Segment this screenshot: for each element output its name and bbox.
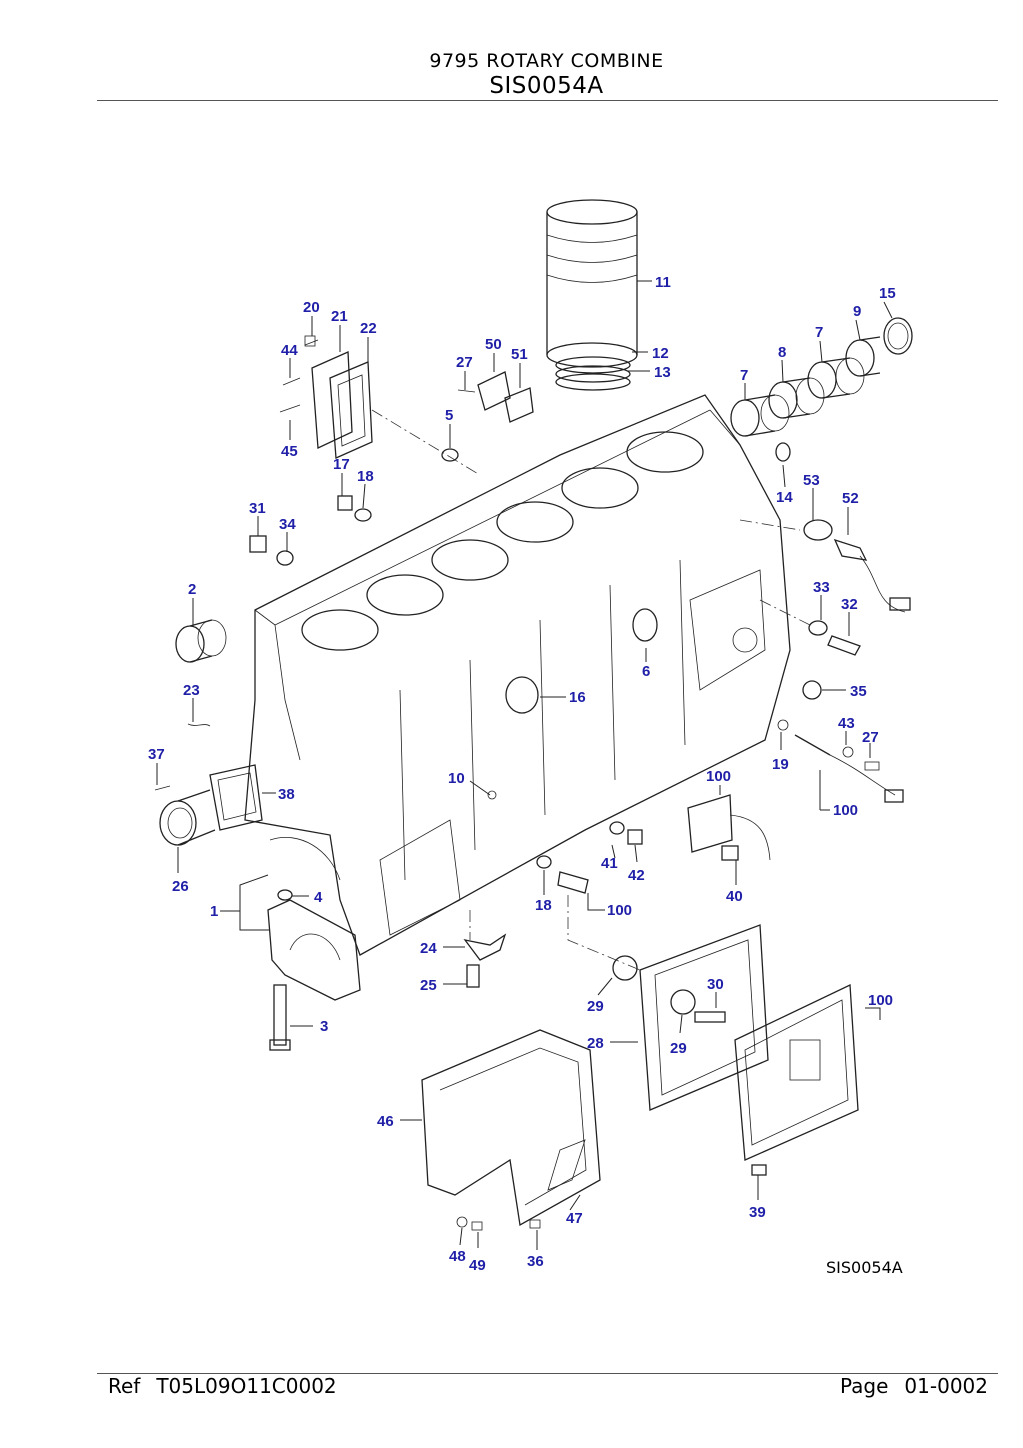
bearing-cap-drawing xyxy=(267,889,361,1051)
callout-1: 1 xyxy=(210,903,218,920)
thermostat-housing-drawing xyxy=(154,723,263,846)
callout-45: 45 xyxy=(281,443,298,460)
callout-37: 37 xyxy=(148,746,165,763)
page-label: Page xyxy=(840,1374,889,1398)
page-value: 01-0002 xyxy=(904,1374,988,1398)
callout-18: 18 xyxy=(357,468,374,485)
callout-27: 27 xyxy=(862,729,879,746)
callout-29: 29 xyxy=(670,1040,687,1057)
footer-rule xyxy=(97,1373,998,1374)
callout-17: 17 xyxy=(333,456,350,473)
sensor-harness-right-drawing xyxy=(687,719,904,861)
callout-3: 3 xyxy=(320,1018,328,1035)
callout-24: 24 xyxy=(420,940,437,957)
callout-29: 29 xyxy=(587,998,604,1015)
callout-41: 41 xyxy=(601,855,618,872)
callout-100: 100 xyxy=(607,902,632,919)
callout-21: 21 xyxy=(331,308,348,325)
callout-48: 48 xyxy=(449,1248,466,1265)
sensors-right-drawing xyxy=(775,442,911,700)
callout-38: 38 xyxy=(278,786,295,803)
callout-27: 27 xyxy=(456,354,473,371)
callout-49: 49 xyxy=(469,1257,486,1274)
callout-33: 33 xyxy=(813,579,830,596)
callout-16: 16 xyxy=(569,689,586,706)
callout-44: 44 xyxy=(281,342,298,359)
figure-id-label: SIS0054A xyxy=(826,1258,903,1277)
callout-39: 39 xyxy=(749,1204,766,1221)
callout-43: 43 xyxy=(838,715,855,732)
plugs-drawing xyxy=(249,495,372,566)
ecu-assembly-drawing xyxy=(612,924,859,1176)
callout-15: 15 xyxy=(879,285,896,302)
callout-14: 14 xyxy=(776,489,793,506)
callout-10: 10 xyxy=(448,770,465,787)
callout-25: 25 xyxy=(420,977,437,994)
callout-100: 100 xyxy=(868,992,893,1009)
callout-47: 47 xyxy=(566,1210,583,1227)
callout-36: 36 xyxy=(527,1253,544,1270)
callout-12: 12 xyxy=(652,345,669,362)
engine-block-drawing xyxy=(244,394,791,956)
left-cover-plates-drawing xyxy=(279,335,481,476)
ref-label: Ref xyxy=(108,1374,141,1398)
callout-7: 7 xyxy=(815,324,823,341)
bushings-drawing xyxy=(730,317,913,437)
callout-46: 46 xyxy=(377,1113,394,1130)
callout-18: 18 xyxy=(535,897,552,914)
callout-9: 9 xyxy=(853,303,861,320)
document-title: 9795 ROTARY COMBINE xyxy=(429,50,664,72)
footer-ref: Ref T05L09O11C0002 xyxy=(108,1374,337,1398)
callout-8: 8 xyxy=(778,344,786,361)
callout-35: 35 xyxy=(850,683,867,700)
callout-30: 30 xyxy=(707,976,724,993)
callout-2: 2 xyxy=(188,581,196,598)
callout-7: 7 xyxy=(740,367,748,384)
callout-31: 31 xyxy=(249,500,266,517)
callout-26: 26 xyxy=(172,878,189,895)
ref-value: T05L09O11C0002 xyxy=(156,1374,337,1398)
callout-32: 32 xyxy=(841,596,858,613)
footer-page: Page 01-0002 xyxy=(840,1374,988,1398)
callout-22: 22 xyxy=(360,320,377,337)
callout-42: 42 xyxy=(628,867,645,884)
header-rule xyxy=(97,100,998,101)
callout-50: 50 xyxy=(485,336,502,353)
cylinder-liner-drawing xyxy=(546,199,638,391)
callout-19: 19 xyxy=(772,756,789,773)
callout-11: 11 xyxy=(655,274,671,291)
callout-52: 52 xyxy=(842,490,859,507)
callout-40: 40 xyxy=(726,888,743,905)
callout-100: 100 xyxy=(833,802,858,819)
document-code: SIS0054A xyxy=(489,73,604,99)
cap-2-drawing xyxy=(175,619,227,663)
callout-4: 4 xyxy=(314,889,323,906)
callout-28: 28 xyxy=(587,1035,604,1052)
callout-51: 51 xyxy=(511,346,528,363)
callout-5: 5 xyxy=(445,407,453,424)
nozzle-and-plugs-drawing xyxy=(463,608,658,988)
callout-53: 53 xyxy=(803,472,820,489)
callout-13: 13 xyxy=(654,364,671,381)
callout-100: 100 xyxy=(706,768,731,785)
cover-assembly-drawing xyxy=(421,1029,601,1231)
callout-34: 34 xyxy=(279,516,296,533)
cover-plate-50-51-drawing xyxy=(441,371,534,462)
callout-labels: 11 12 13 15 9 7 8 7 20 21 22 44 45 50 51… xyxy=(148,274,903,1277)
callout-20: 20 xyxy=(303,299,320,316)
leader-lines xyxy=(156,280,893,1250)
callout-6: 6 xyxy=(642,663,650,680)
callout-23: 23 xyxy=(183,682,200,699)
